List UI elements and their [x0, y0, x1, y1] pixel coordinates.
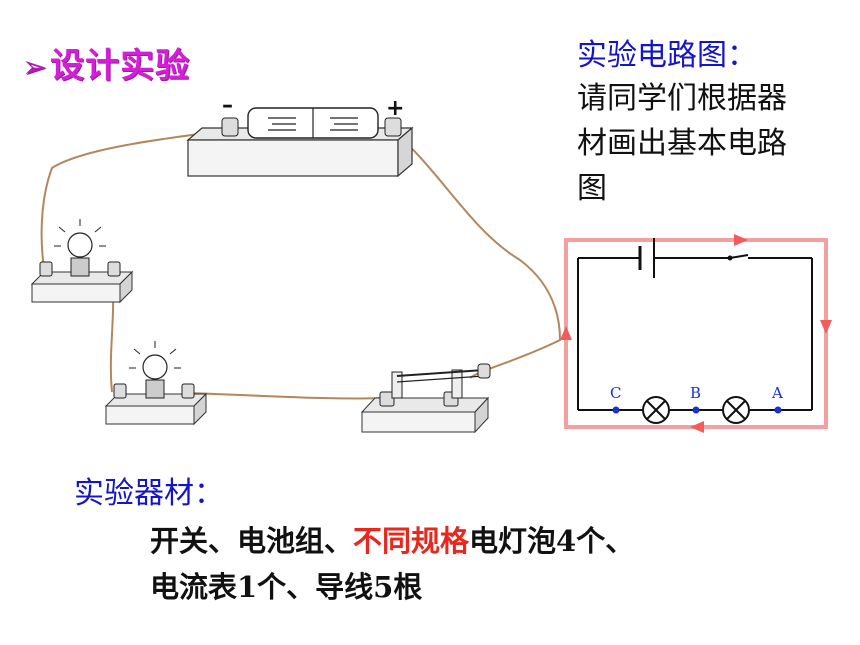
materials-line-1: 开关、电池组、不同规格电灯泡4个、 [150, 518, 634, 560]
label-a: A [771, 384, 783, 402]
materials-line-2: 电流表1个、导线5根 [150, 570, 423, 604]
lamp-symbol-1 [642, 396, 670, 424]
slide-title-text: 设计实验 [50, 46, 191, 86]
materials-line-1-part1: 开关、电池组、 [150, 524, 354, 558]
battery-minus-label: – [222, 93, 233, 118]
wire-battery-to-switch [391, 129, 562, 379]
label-b: B [690, 384, 701, 402]
battery-pack: – + [186, 93, 414, 178]
switch-symbol [729, 254, 749, 259]
knife-switch [360, 363, 491, 434]
materials-heading: 实验器材： [74, 476, 224, 511]
arrow-top-icon [734, 234, 748, 246]
arrow-bottom-icon [690, 421, 704, 433]
circuit-diagram-heading: 实验电路图： [577, 38, 757, 73]
slide-title: ➢设计实验 [22, 38, 190, 87]
materials-line-1-part2: 电灯泡4个、 [469, 524, 635, 558]
point-a [774, 406, 782, 414]
arrow-right-icon [820, 320, 832, 334]
lamp-symbol-2 [722, 396, 750, 424]
circuit-schematic: C B A [560, 234, 832, 433]
point-b [692, 406, 700, 414]
arrow-left-icon [560, 326, 572, 340]
battery-plus-label: + [386, 96, 404, 121]
materials-highlight: 不同规格 [353, 524, 470, 558]
bulb-1 [30, 219, 134, 304]
wire-battery-to-bulb1 [40, 129, 231, 269]
bullet-arrow-icon: ➢ [22, 50, 49, 85]
point-c [612, 406, 620, 414]
label-c: C [610, 384, 621, 402]
bulb-2 [104, 341, 208, 426]
wire-bulb2-to-switch [184, 392, 389, 400]
circuit-diagram-prompt: 请同学们根据器材画出基本电路图 [577, 81, 787, 206]
